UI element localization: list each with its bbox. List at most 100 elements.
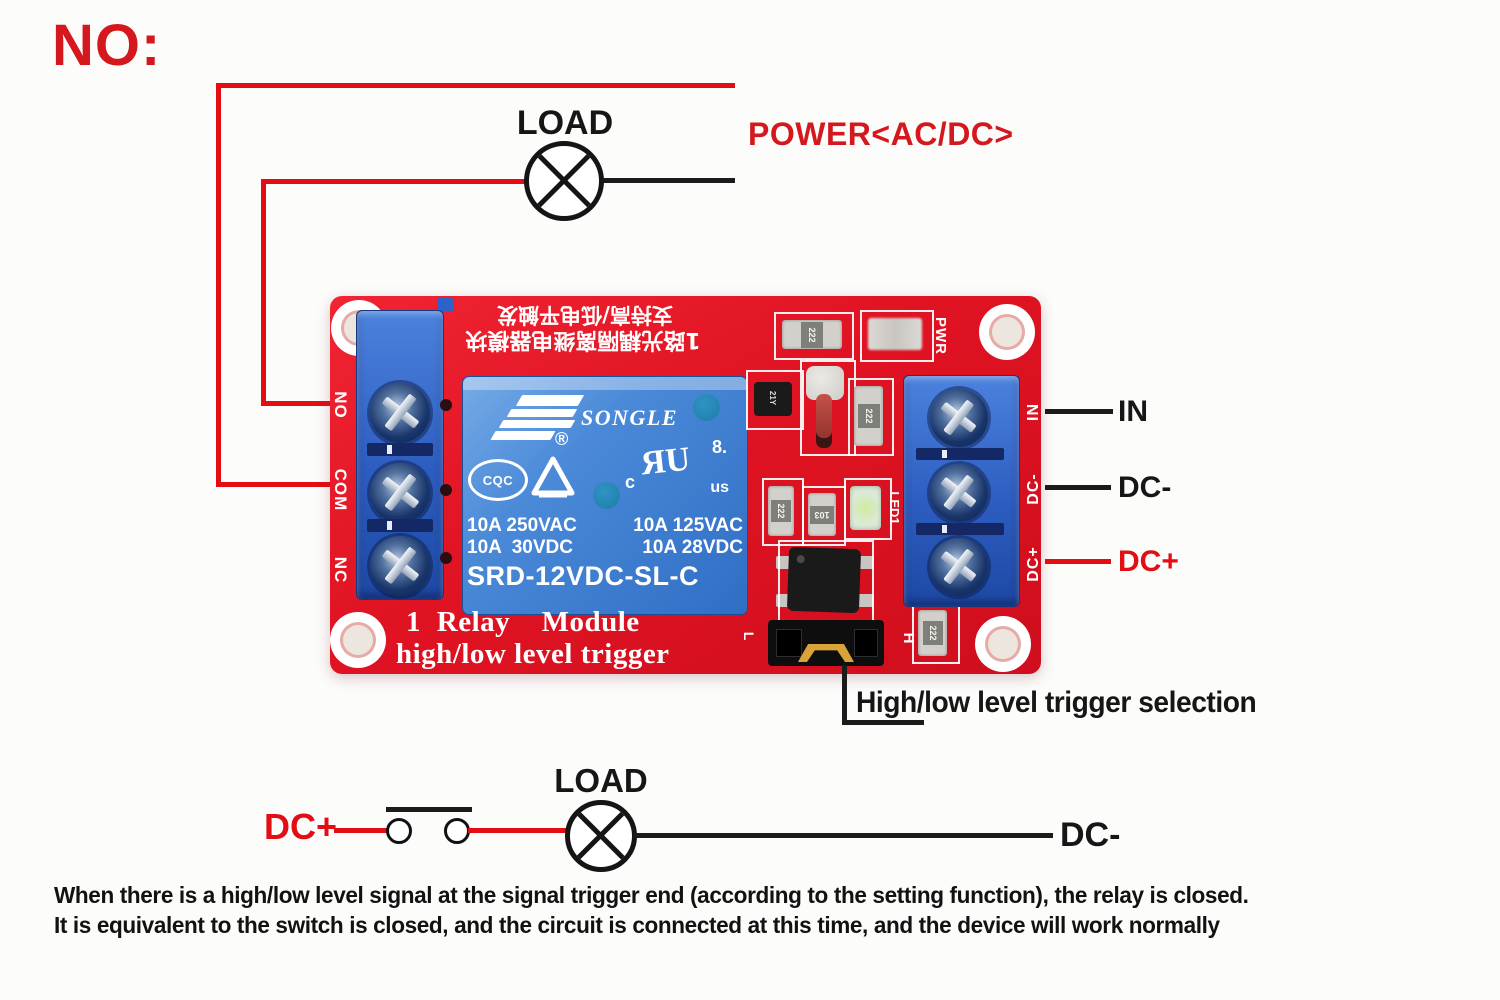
- wire-no-vertical: [261, 179, 266, 406]
- smd-resistor: 103: [808, 493, 836, 536]
- terminal-divider: [367, 519, 433, 532]
- relay-ratings-line1: 10A 250VAC 10A 125VAC: [467, 515, 743, 537]
- ul-8: 8.: [711, 437, 727, 457]
- wire-com-horizontal: [216, 482, 348, 487]
- glass-diode: [816, 394, 832, 448]
- switch-contact: [386, 818, 412, 844]
- jumper-socket: [776, 629, 802, 657]
- silkscreen-box: [746, 370, 804, 430]
- terminal-screw-com: [370, 463, 430, 523]
- ul-c: c: [625, 472, 636, 492]
- callout-line-in: [1045, 409, 1113, 414]
- terminal-slot: [942, 524, 948, 534]
- relay-ratings-line2: 10A 30VDC 10A 28VDC: [467, 537, 743, 559]
- callout-line-dcplus: [1045, 559, 1111, 564]
- mounting-hole: [975, 616, 1031, 672]
- no-mode-title: NO:: [52, 13, 162, 78]
- silkscreen-pin-dcminus: DC-: [1025, 473, 1042, 505]
- silkscreen-box: [774, 312, 854, 360]
- smd-resistor: 222: [782, 320, 842, 349]
- caption-line2: It is equivalent to the switch is closed…: [54, 912, 1220, 938]
- relay-brand: SONGLE: [581, 405, 679, 430]
- mounting-hole-center: [340, 622, 376, 658]
- rating-value: 10A 30VDC: [467, 537, 573, 558]
- relay-module-board: 支持高/低电平触发 1路光耦隔离继电器模块 NO COM NC: [330, 296, 1042, 674]
- trigger-selection-label: High/low level trigger selection: [856, 686, 1257, 719]
- power-source-label: POWER<AC/DC>: [748, 116, 1014, 152]
- resistor-code: 222: [801, 321, 823, 348]
- terminal-screw-in: [930, 389, 988, 447]
- terminal-divider: [916, 523, 1004, 535]
- ul-recognized-logo: c ЯU 8. us: [625, 437, 731, 499]
- mounting-hole-center: [985, 626, 1021, 662]
- mounting-hole-center: [989, 314, 1025, 350]
- callout-line-trigger-underline: [842, 720, 924, 725]
- solder-pad: [858, 594, 873, 607]
- silkscreen-box: [848, 378, 894, 456]
- relay-case-dot: [593, 482, 620, 509]
- rating-value: 10A 28VDC: [642, 537, 743, 558]
- bottom-dcplus-label: DC+: [264, 806, 338, 847]
- resistor-code: 103: [810, 505, 834, 524]
- mounting-hole: [330, 612, 386, 668]
- silkscreen-pwr: PWR: [932, 317, 950, 355]
- resistor-code: 222: [771, 500, 791, 522]
- jumper-gold-clip: [798, 644, 854, 662]
- wire-lamp-right-black: [602, 178, 735, 183]
- silkscreen-box: [860, 310, 934, 362]
- silkscreen-pin-com: COM: [331, 468, 350, 512]
- silkscreen-pin-nc: NC: [331, 556, 350, 584]
- output-terminal-block: [356, 310, 444, 600]
- relay-case-dot: [693, 394, 720, 421]
- trigger-jumper: [768, 620, 884, 666]
- board-title-line1: 1 Relay Module: [406, 606, 640, 638]
- transistor-mark: 21Y: [768, 390, 778, 406]
- wire-power-top: [216, 83, 735, 88]
- terminal-tab: [437, 298, 453, 312]
- ul-us: us: [710, 479, 729, 496]
- resistor-code: 222: [857, 404, 880, 428]
- relay-model: SRD-12VDC-SL-C: [467, 561, 700, 591]
- terminal-screw-dcplus: [930, 538, 988, 596]
- resistor-code: 222: [922, 621, 943, 645]
- mounting-hole: [979, 304, 1035, 360]
- smd-transistor: 21Y: [754, 382, 792, 416]
- songle-flag-logo: [490, 395, 587, 443]
- silkscreen-pin-in: IN: [1025, 403, 1042, 421]
- wire-com-vertical: [216, 83, 221, 487]
- lamp-symbol-top: [524, 141, 604, 221]
- smd-resistor: 222: [918, 610, 947, 656]
- silkscreen-led1: LED1: [887, 491, 903, 525]
- wire-bottom-red2: [468, 828, 567, 833]
- pin-label-dcminus: DC-: [1118, 471, 1172, 504]
- pin-label-dcplus: DC+: [1118, 545, 1179, 578]
- terminal-slot: [386, 520, 392, 531]
- bottom-dcminus-label: DC-: [1060, 816, 1121, 854]
- switch-closed-bar: [386, 807, 472, 812]
- pin-label-in: IN: [1118, 395, 1148, 428]
- solder-pad-dot: [440, 552, 452, 564]
- cqc-logo: CQC: [468, 459, 528, 501]
- smd-resistor: 222: [854, 386, 883, 446]
- lamp-symbol-bottom: [565, 800, 637, 872]
- board-title-line2: high/low level trigger: [396, 638, 670, 670]
- input-terminal-block: [903, 375, 1020, 607]
- rating-value: 10A 250VAC: [467, 515, 577, 536]
- wire-bottom-red1: [334, 828, 388, 833]
- terminal-slot: [942, 449, 948, 459]
- silkscreen-box: [844, 478, 892, 540]
- triangle-cert-icon: [531, 456, 575, 498]
- load-label-top: LOAD: [516, 104, 614, 142]
- caption-line1: When there is a high/low level signal at…: [54, 882, 1249, 908]
- silkscreen-pin-dcplus: DC+: [1025, 546, 1042, 582]
- wire-lamp-left: [261, 179, 527, 184]
- terminal-slot: [386, 444, 392, 455]
- status-led: [850, 486, 881, 530]
- terminal-divider: [367, 443, 433, 456]
- terminal-screw-dcminus: [930, 464, 988, 522]
- load-label-bottom: LOAD: [554, 762, 648, 799]
- silkscreen-jumper-l: L: [741, 631, 757, 641]
- wire-bottom-black: [633, 833, 1053, 838]
- silkscreen-pin-no: NO: [331, 391, 350, 419]
